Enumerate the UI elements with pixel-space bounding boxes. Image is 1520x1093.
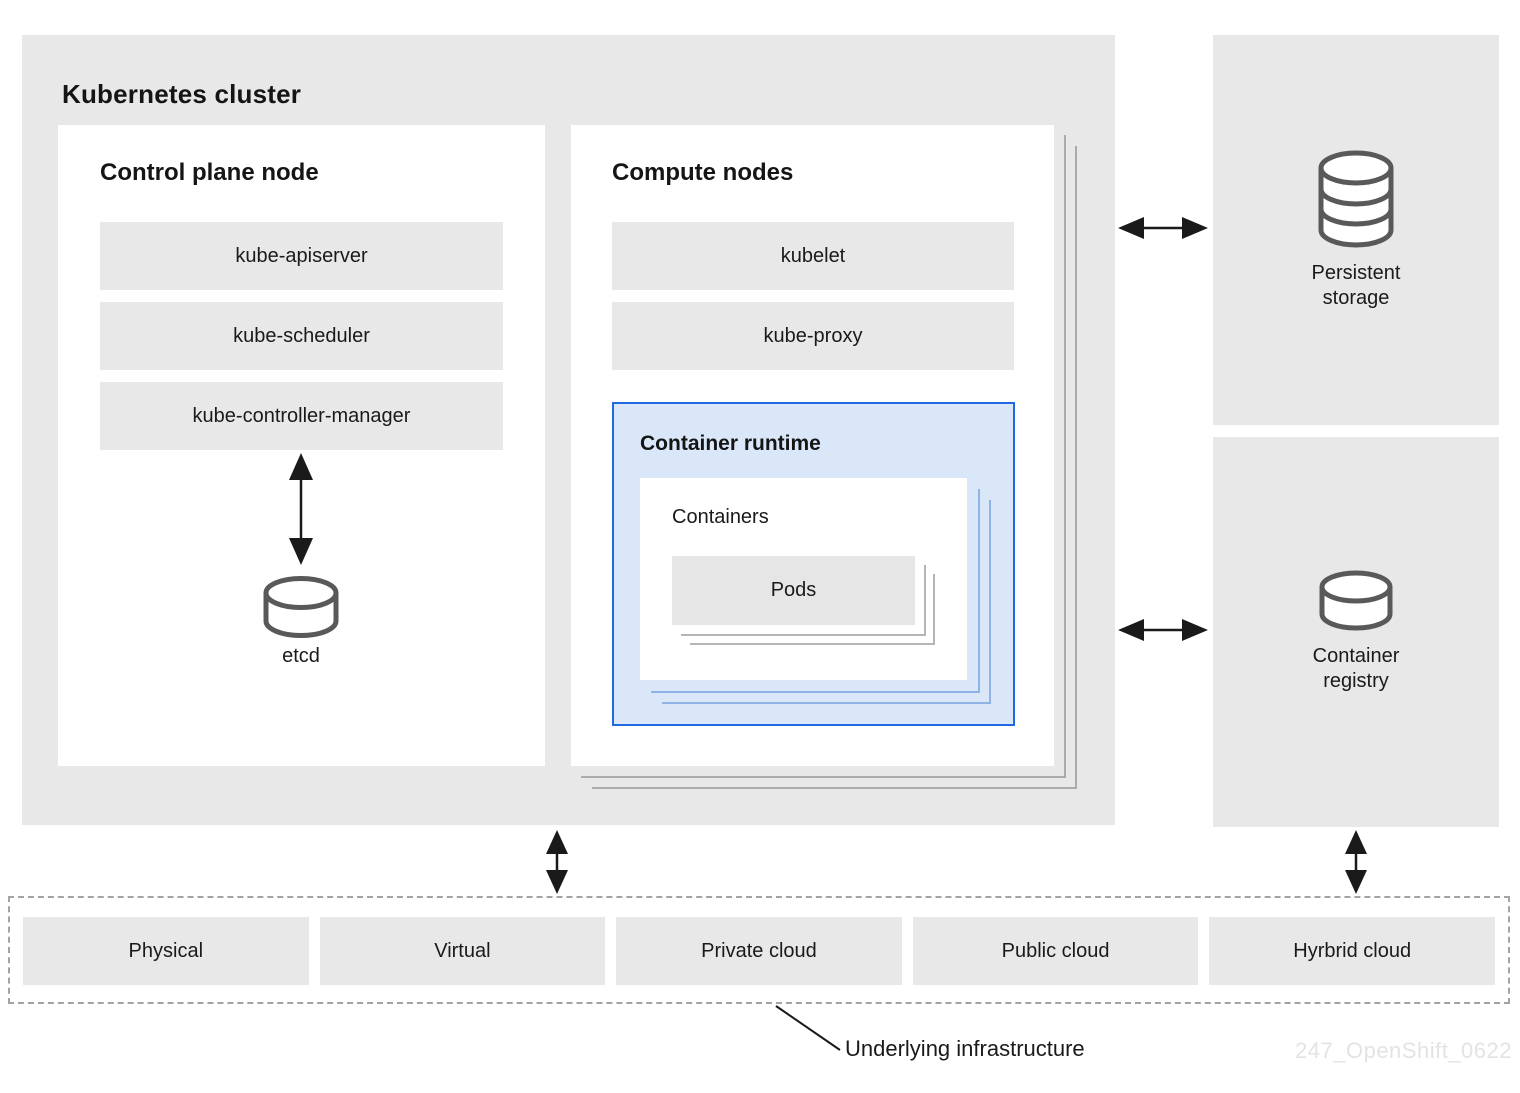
figure-watermark: 247_OpenShift_0622 bbox=[1295, 1038, 1512, 1063]
component-kube-apiserver: kube-apiserver bbox=[100, 222, 503, 290]
persistent-storage-box: Persistent storage bbox=[1213, 35, 1499, 425]
infra-item-physical: Physical bbox=[23, 917, 309, 985]
registry-infra-arrow-icon bbox=[1345, 830, 1367, 894]
component-kube-scheduler: kube-scheduler bbox=[100, 302, 503, 370]
compute-nodes-title: Compute nodes bbox=[612, 159, 794, 186]
component-kube-controller-manager: kube-controller-manager bbox=[100, 382, 503, 450]
containers-stack-shadow bbox=[651, 489, 980, 693]
etcd-label: etcd bbox=[282, 645, 320, 667]
pods-stack-shadow bbox=[681, 565, 926, 636]
infra-item-public-cloud: Public cloud bbox=[912, 917, 1199, 985]
infra-item-private-cloud: Private cloud bbox=[616, 917, 902, 985]
component-kube-proxy: kube-proxy bbox=[612, 302, 1014, 370]
registry-link-arrow-icon bbox=[1118, 619, 1208, 641]
persistent-storage-label: Persistent storage bbox=[1311, 262, 1401, 309]
component-kubelet: kubelet bbox=[612, 222, 1014, 290]
containers-label: Containers bbox=[672, 506, 769, 528]
persistent-storage-database-icon bbox=[1318, 150, 1394, 248]
kubernetes-cluster-box: Kubernetes cluster Control plane node ku… bbox=[22, 35, 1115, 825]
storage-link-arrow-icon bbox=[1118, 217, 1208, 239]
containers-stack-shadow bbox=[662, 500, 991, 704]
infra-item-hybrid-cloud: Hyrbrid cloud bbox=[1209, 917, 1495, 985]
infra-item-virtual: Virtual bbox=[319, 917, 606, 985]
cluster-infra-arrow-icon bbox=[546, 830, 568, 894]
container-registry-database-icon bbox=[1319, 570, 1393, 631]
compute-nodes-box: Compute nodes kubelet kube-proxy Contain… bbox=[571, 125, 1054, 766]
pods-stack-shadow bbox=[690, 574, 935, 645]
etcd-link-arrow-icon bbox=[289, 453, 313, 565]
control-plane-title: Control plane node bbox=[100, 159, 319, 186]
caption-leader-line bbox=[775, 1005, 841, 1051]
container-runtime-box: Container runtime Containers Pods bbox=[612, 402, 1015, 726]
cluster-title: Kubernetes cluster bbox=[62, 79, 302, 109]
compute-nodes-stack-shadow bbox=[581, 135, 1066, 778]
containers-box: Containers Pods bbox=[640, 478, 967, 680]
underlying-infrastructure-box: Physical Virtual Private cloud Public cl… bbox=[8, 896, 1510, 1004]
etcd-database-icon bbox=[263, 576, 339, 638]
container-registry-label: Container registry bbox=[1312, 645, 1400, 692]
compute-nodes-stack-shadow bbox=[592, 146, 1077, 789]
container-runtime-title: Container runtime bbox=[640, 432, 821, 455]
container-registry-box: Container registry bbox=[1213, 437, 1499, 827]
pods-box: Pods bbox=[672, 556, 915, 625]
control-plane-node-box: Control plane node kube-apiserver kube-s… bbox=[58, 125, 545, 766]
underlying-infrastructure-caption: Underlying infrastructure bbox=[845, 1036, 1085, 1061]
